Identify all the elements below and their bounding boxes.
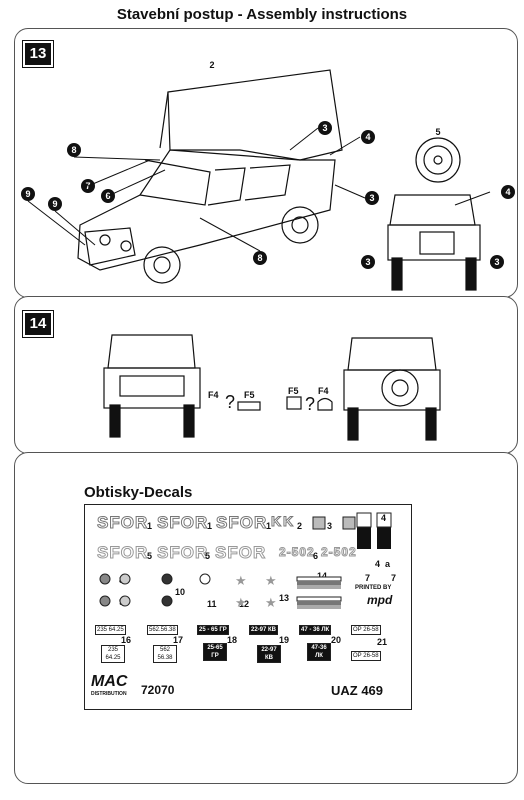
decal-sfor: SFOR (156, 543, 209, 563)
svg-text:2: 2 (209, 60, 214, 70)
plate: 235 64.25 (95, 625, 126, 635)
plate: 47 - 36 ЛК (299, 625, 332, 635)
plate: 235 64.25 (101, 645, 125, 663)
svg-text:★: ★ (265, 596, 277, 611)
plate: OP 26-58 (351, 625, 381, 635)
decal-sfor: SFOR (96, 513, 149, 533)
plate: 25-65 ГР (203, 643, 227, 661)
step-13-badge: 13 (22, 40, 54, 68)
svg-text:8: 8 (257, 253, 262, 263)
decal-sheet: SFOR 1 SFOR 1 SFOR 1 K K 2 3 SFOR 5 SFOR… (84, 504, 412, 710)
decal-2502: 2-502 (321, 545, 357, 560)
plate: 22-97 КВ (257, 645, 281, 663)
svg-text:9: 9 (25, 189, 30, 199)
svg-text:4: 4 (505, 187, 510, 197)
step-13-panel: 13 (14, 28, 518, 298)
svg-text:?: ? (305, 394, 315, 414)
decal-2502: 2-502 (279, 545, 315, 560)
kit-number: 72070 (141, 683, 175, 697)
svg-text:9: 9 (52, 199, 57, 209)
plate: 562.56.38 (147, 625, 178, 635)
decal-sfor: SFOR (156, 513, 209, 533)
svg-text:8: 8 (71, 145, 76, 155)
svg-text:4: 4 (365, 132, 370, 142)
plate: 22-97 КВ (249, 625, 279, 635)
decals-title: Obtisky-Decals (84, 484, 193, 501)
decal-k: K (282, 513, 295, 530)
svg-text:★: ★ (235, 596, 247, 611)
svg-text:F4: F4 (318, 386, 329, 396)
svg-text:★: ★ (235, 574, 247, 589)
decal-sfor: SFOR (96, 543, 149, 563)
svg-text:3: 3 (494, 257, 499, 267)
svg-text:★: ★ (265, 574, 277, 589)
svg-text:F4: F4 (208, 390, 219, 400)
page-title: Stavební postup - Assembly instructions (116, 6, 408, 23)
decal-graphics: ★ ★ ★ ★ (99, 512, 392, 611)
model-name: UAZ 469 (331, 683, 384, 698)
svg-text:5: 5 (435, 127, 440, 137)
printed-by: PRINTED BY (355, 585, 392, 591)
plate: 562 56.38 (153, 645, 177, 663)
svg-text:F5: F5 (288, 386, 299, 396)
svg-text:3: 3 (369, 193, 374, 203)
decal-k: K (270, 513, 283, 530)
decal-sfor: SFOR (215, 513, 268, 533)
svg-text:F5: F5 (244, 390, 255, 400)
step-14-badge: 14 (22, 310, 54, 338)
mac-logo-sub: DISTRIBUTION (91, 691, 127, 697)
decal-sfor: SFOR (214, 543, 267, 563)
mpd-logo: mpd (367, 593, 393, 607)
mac-logo: MAC (91, 673, 128, 690)
svg-text:3: 3 (365, 257, 370, 267)
svg-text:?: ? (225, 392, 235, 412)
callout-3: 3 (322, 123, 327, 133)
plate: 25 - 65 ГР (197, 625, 229, 635)
plate: 47-36 ЛК (307, 643, 331, 661)
plate: OP 26-58 (351, 651, 381, 661)
